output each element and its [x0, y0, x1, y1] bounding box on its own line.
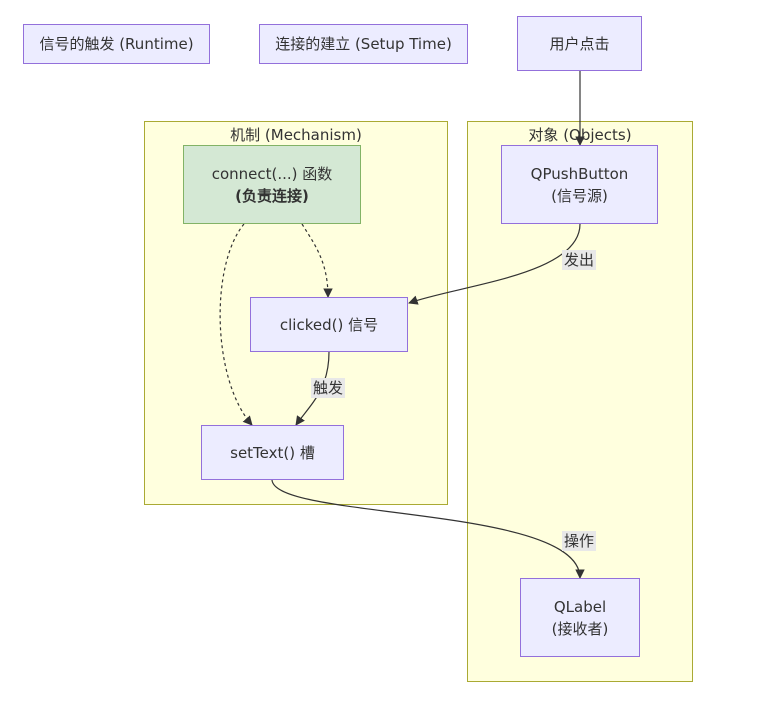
setup-legend-node: 连接的建立 (Setup Time) — [259, 24, 468, 64]
qpushbutton-sublabel: (信号源) — [551, 186, 608, 205]
connect-function-node: connect(...) 函数 (负责连接) — [183, 145, 361, 224]
connect-function-label: connect(...) 函数 — [211, 164, 333, 183]
qlabel-label: QLabel — [553, 597, 607, 616]
settext-slot-label: setText() 槽 — [230, 443, 315, 462]
user-click-node: 用户点击 — [517, 16, 642, 71]
runtime-legend-label: 信号的触发 (Runtime) — [39, 35, 194, 53]
clicked-signal-label: clicked() 信号 — [279, 315, 379, 334]
qlabel-sublabel: (接收者) — [551, 619, 609, 638]
edge-connect-to-clicked — [301, 223, 333, 298]
runtime-legend-node: 信号的触发 (Runtime) — [23, 24, 210, 64]
edge-settext-to-qlabel — [271, 479, 585, 579]
operate-edge-label: 操作 — [562, 531, 597, 551]
user-click-label: 用户点击 — [549, 34, 610, 53]
mechanism-title: 机制 (Mechanism) — [230, 126, 362, 144]
edge-connect-to-settext — [219, 223, 253, 426]
clicked-signal-node: clicked() 信号 — [250, 297, 408, 352]
edge-button-to-clicked — [408, 223, 581, 305]
trigger-edge-label: 触发 — [311, 378, 346, 398]
emit-edge-label: 发出 — [562, 250, 597, 270]
connect-function-sublabel: (负责连接) — [235, 186, 309, 205]
qlabel-node: QLabel (接收者) — [520, 578, 640, 657]
qpushbutton-label: QPushButton — [530, 164, 629, 183]
settext-slot-node: setText() 槽 — [201, 425, 344, 480]
qpushbutton-node: QPushButton (信号源) — [501, 145, 658, 224]
setup-legend-label: 连接的建立 (Setup Time) — [275, 35, 452, 53]
